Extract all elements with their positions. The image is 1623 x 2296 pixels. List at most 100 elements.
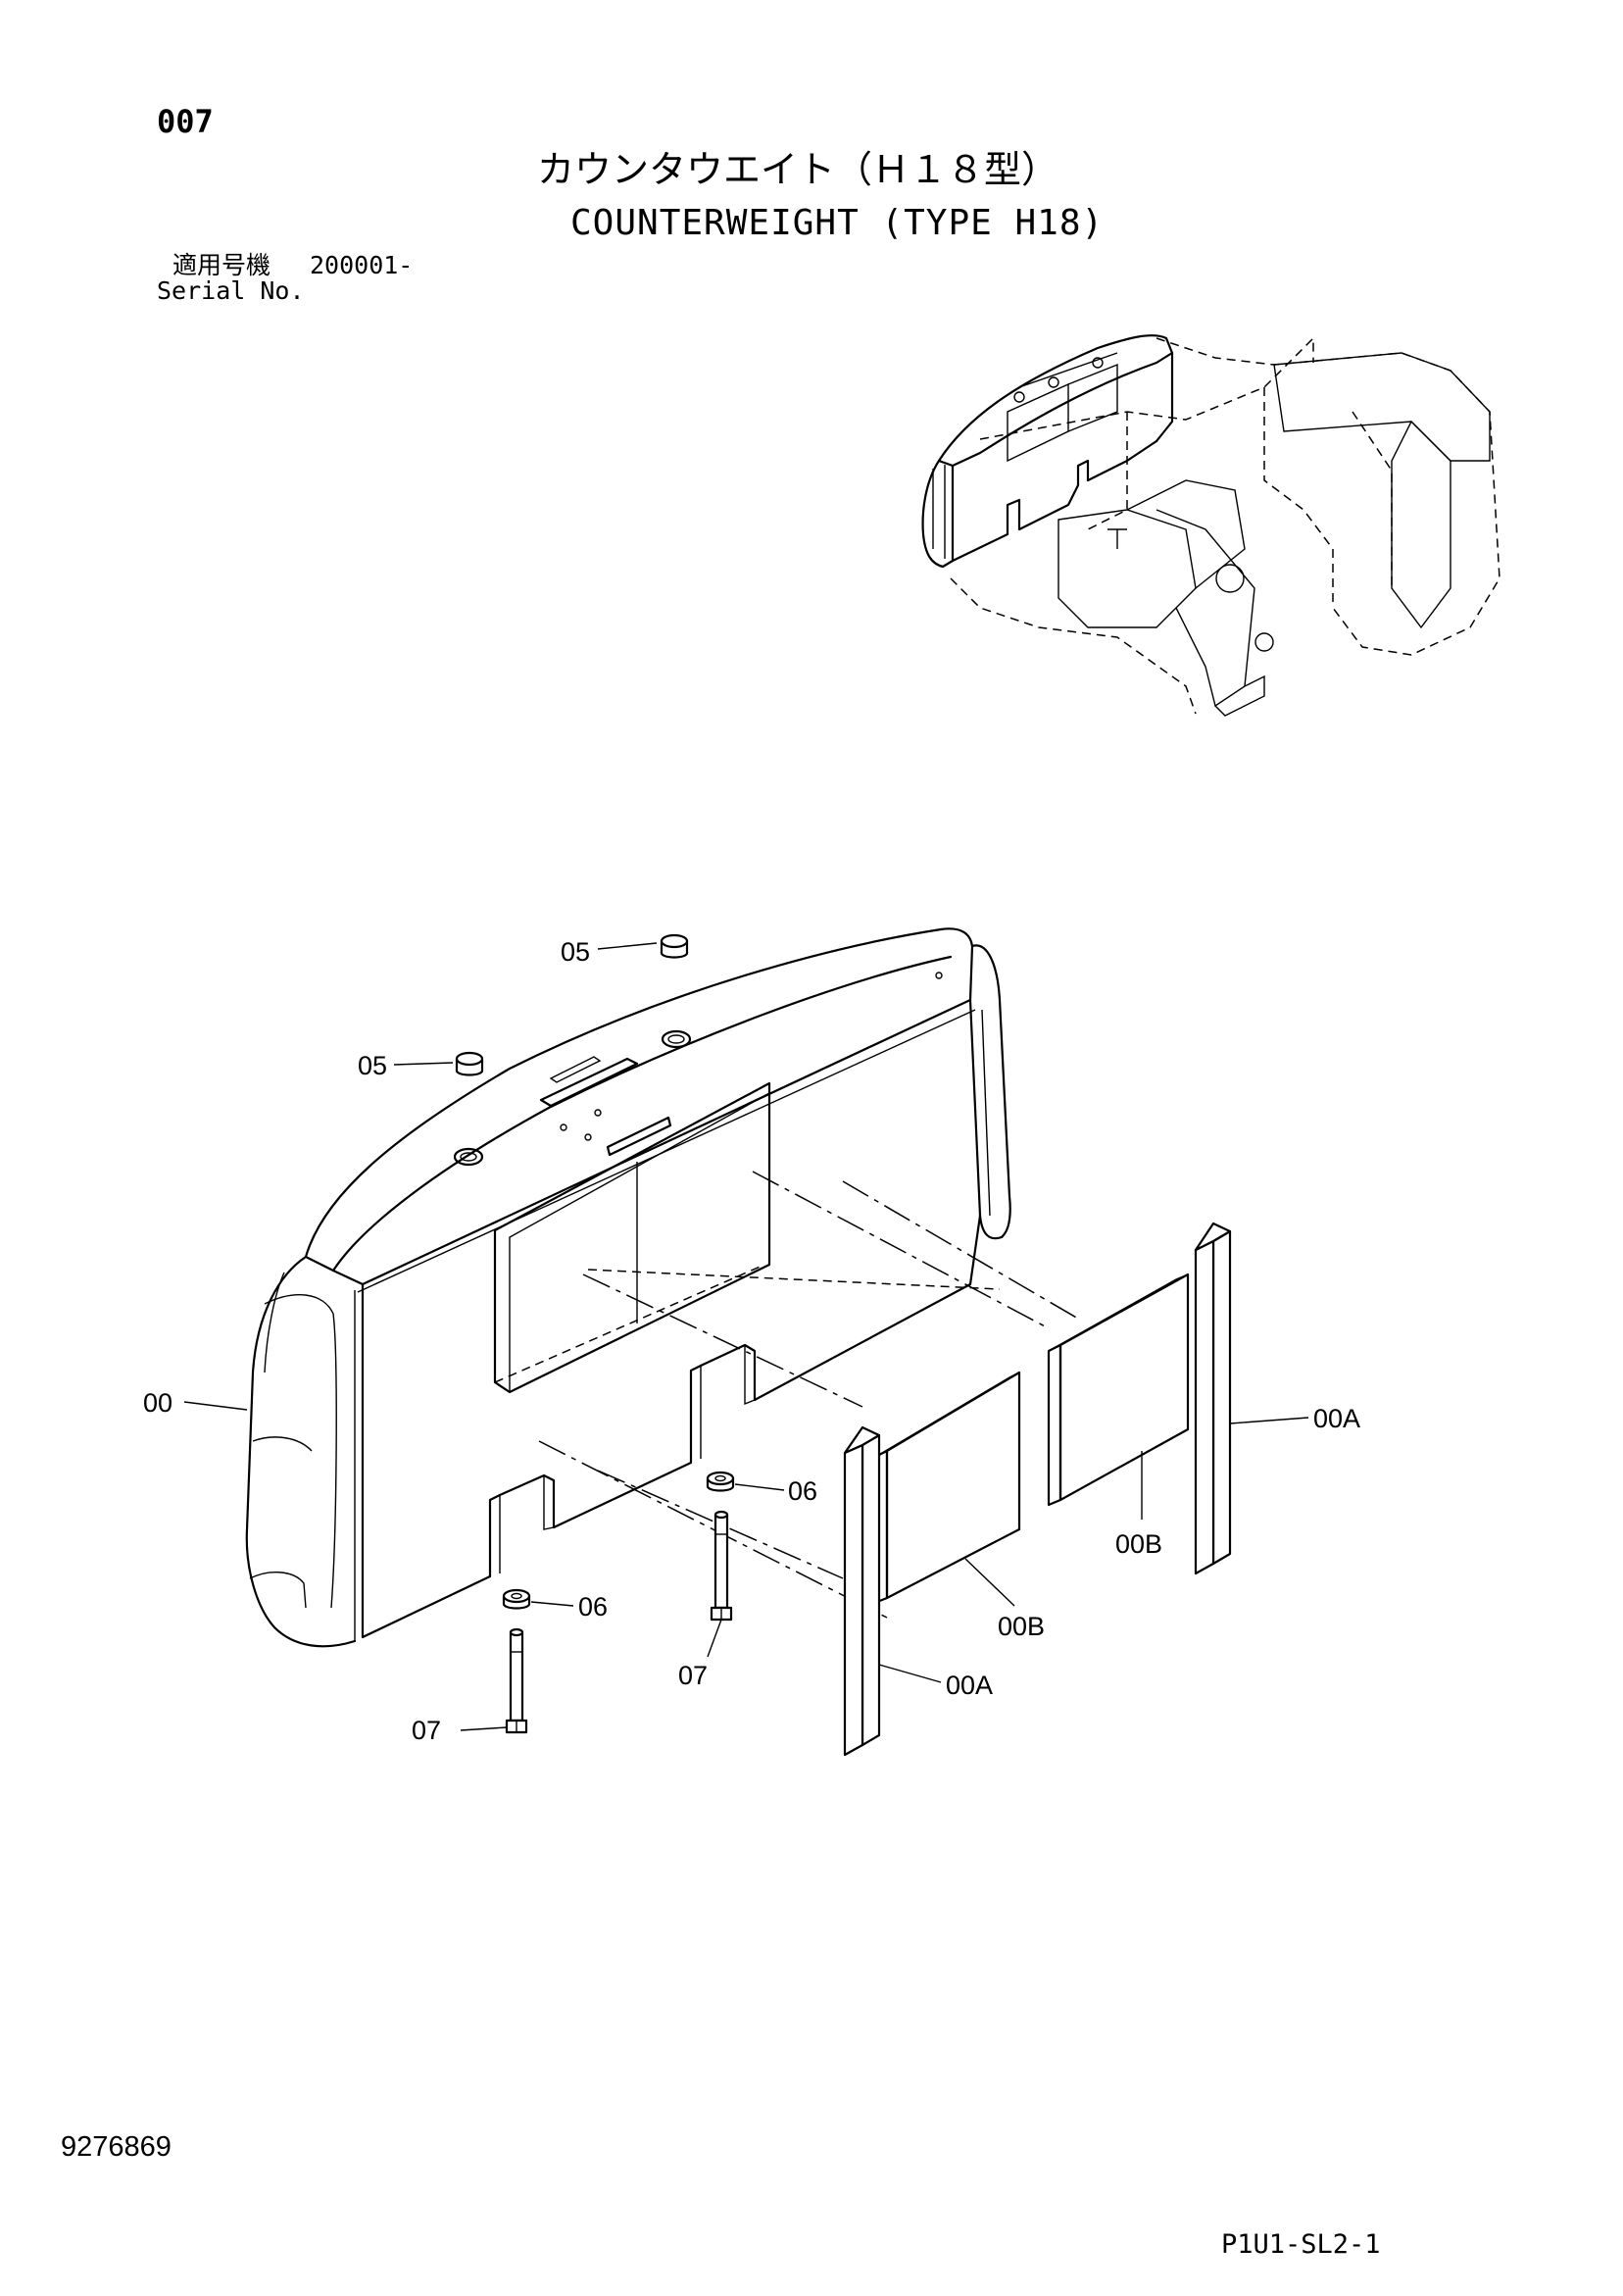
inset-engine bbox=[1126, 479, 1246, 589]
callout-07-right: 07 bbox=[678, 1661, 708, 1690]
washer-06-left bbox=[502, 1588, 531, 1610]
title-english: COUNTERWEIGHT (TYPE H18) bbox=[570, 203, 1105, 243]
counterweight-bottom-edge bbox=[488, 1214, 982, 1578]
inset-boom-pin bbox=[1215, 564, 1245, 593]
counterweight-eye-hole bbox=[667, 1034, 685, 1044]
inset-counterweight-edge bbox=[932, 465, 946, 559]
serial-label-english: Serial No. bbox=[157, 276, 305, 305]
counterweight-back-edge bbox=[981, 1009, 991, 1217]
counterweight-rear-bulge-edge bbox=[249, 1572, 307, 1609]
counterweight-rear-bulge-edge bbox=[264, 1272, 285, 1373]
title-japanese: カウンタウエイト（Ｈ１８型） bbox=[537, 148, 1059, 191]
counterweight-body-top bbox=[331, 955, 953, 1273]
counterweight-rear-bulge-edge bbox=[264, 1294, 337, 1609]
counterweight-notch bbox=[499, 1475, 555, 1573]
inset-frame-outline bbox=[1087, 412, 1128, 530]
inset-frame-outline bbox=[1156, 337, 1500, 656]
callout-00B-bottom: 00B bbox=[998, 1612, 1045, 1641]
inset-frame-outline bbox=[1263, 387, 1334, 608]
leader-00B-bottom bbox=[964, 1558, 1015, 1607]
callout-00: 00 bbox=[143, 1388, 172, 1418]
inset-frame-outline bbox=[950, 577, 1197, 715]
bar-00A-bottom bbox=[843, 1425, 881, 1757]
inset-swing-motor bbox=[1107, 528, 1127, 549]
inset-boom-bracket bbox=[1214, 674, 1265, 717]
bar-00A-right bbox=[1194, 1222, 1232, 1575]
inset-eyebolt bbox=[1092, 357, 1104, 369]
counterweight-eye-hole bbox=[661, 1029, 692, 1049]
washer-06-right bbox=[706, 1471, 735, 1492]
bolt-07-right bbox=[710, 1510, 733, 1622]
plate-00B-bottom bbox=[875, 1371, 1021, 1604]
counterweight-top-handle bbox=[606, 1116, 672, 1157]
leader-07-right bbox=[707, 1619, 722, 1658]
inset-counterweight bbox=[921, 459, 955, 569]
counterweight-exploded-view: 05 05 00 06 06 07 07 00A 00A 00B 00B bbox=[143, 927, 1360, 1757]
inset-counterweight bbox=[937, 334, 1174, 463]
inset-eyebolt bbox=[1048, 376, 1059, 388]
inset-tank-side bbox=[1391, 420, 1451, 629]
counterweight-recess-edge bbox=[509, 1092, 770, 1392]
leader-07-left bbox=[460, 1726, 508, 1731]
counterweight-eye-hole bbox=[460, 1152, 477, 1162]
page-number: 007 bbox=[157, 103, 214, 140]
alignment-centerline bbox=[752, 1171, 1050, 1329]
counterweight-front-face bbox=[361, 1282, 492, 1639]
counterweight-rear-bulge-edge bbox=[252, 1436, 313, 1452]
inset-boom-pin bbox=[1254, 632, 1274, 652]
serial-label-japanese: 適用号機 bbox=[172, 251, 271, 279]
counterweight-body-top bbox=[304, 927, 974, 1259]
cap-05-left bbox=[455, 1051, 484, 1076]
counterweight-top-hole bbox=[935, 972, 943, 979]
leader-05-top bbox=[597, 942, 658, 950]
inset-counterweight-plate bbox=[1007, 382, 1069, 463]
callout-06-right: 06 bbox=[788, 1476, 817, 1506]
inset-frame-outline bbox=[1352, 411, 1393, 588]
inset-eyebolt bbox=[1013, 391, 1025, 403]
alignment-centerline bbox=[538, 1440, 888, 1619]
counterweight-eye-hole bbox=[453, 1147, 484, 1167]
callout-00A-bottom: 00A bbox=[946, 1671, 993, 1700]
bolt-07-left bbox=[505, 1627, 528, 1734]
counterweight-back-edge bbox=[968, 944, 1011, 1240]
machine-location-inset bbox=[921, 334, 1500, 717]
serial-number-value: 200001- bbox=[310, 251, 414, 279]
leader-00A-bottom bbox=[878, 1664, 942, 1683]
callout-07-left: 07 bbox=[412, 1716, 441, 1745]
leader-06-left bbox=[530, 1601, 574, 1607]
inset-boom-bracket bbox=[1156, 509, 1255, 708]
inset-counterweight bbox=[951, 351, 1174, 468]
hidden-edge bbox=[494, 1264, 765, 1383]
inset-tank bbox=[1273, 352, 1491, 462]
callout-00B-right: 00B bbox=[1115, 1529, 1162, 1559]
counterweight-recess bbox=[493, 1081, 771, 1394]
callout-05-top: 05 bbox=[561, 937, 590, 967]
counterweight-top-panel bbox=[304, 944, 974, 1286]
counterweight-top-slot bbox=[549, 1056, 602, 1083]
document-id: 9276869 bbox=[61, 2131, 172, 2163]
counterweight-top-hole bbox=[594, 1109, 602, 1117]
callout-06-left: 06 bbox=[578, 1592, 608, 1622]
hidden-edge bbox=[587, 1269, 1001, 1290]
cap-05-top bbox=[660, 933, 689, 959]
inset-frame-outline bbox=[979, 336, 1314, 440]
inset-engine bbox=[1057, 509, 1197, 628]
counterweight-notch bbox=[700, 1345, 756, 1459]
counterweight-rear-bulge bbox=[245, 1255, 357, 1648]
leader-00A-right bbox=[1229, 1417, 1309, 1424]
leader-05-left bbox=[393, 1062, 454, 1066]
sheet-id: P1U1-SL2-1 bbox=[1221, 2229, 1381, 2260]
alignment-centerline bbox=[582, 1273, 863, 1408]
counterweight-top-slot bbox=[539, 1057, 639, 1108]
plate-00B-right bbox=[1047, 1273, 1190, 1507]
counterweight-top-hole bbox=[584, 1133, 592, 1141]
callout-05-left: 05 bbox=[358, 1051, 387, 1080]
counterweight-top-hole bbox=[560, 1123, 567, 1131]
leader-06-right bbox=[734, 1483, 785, 1491]
leader-00 bbox=[183, 1401, 248, 1411]
inset-counterweight-plate bbox=[1067, 363, 1118, 432]
callout-00A-right: 00A bbox=[1313, 1404, 1360, 1433]
inset-counterweight bbox=[951, 439, 1158, 563]
alignment-centerline bbox=[842, 1180, 1079, 1320]
